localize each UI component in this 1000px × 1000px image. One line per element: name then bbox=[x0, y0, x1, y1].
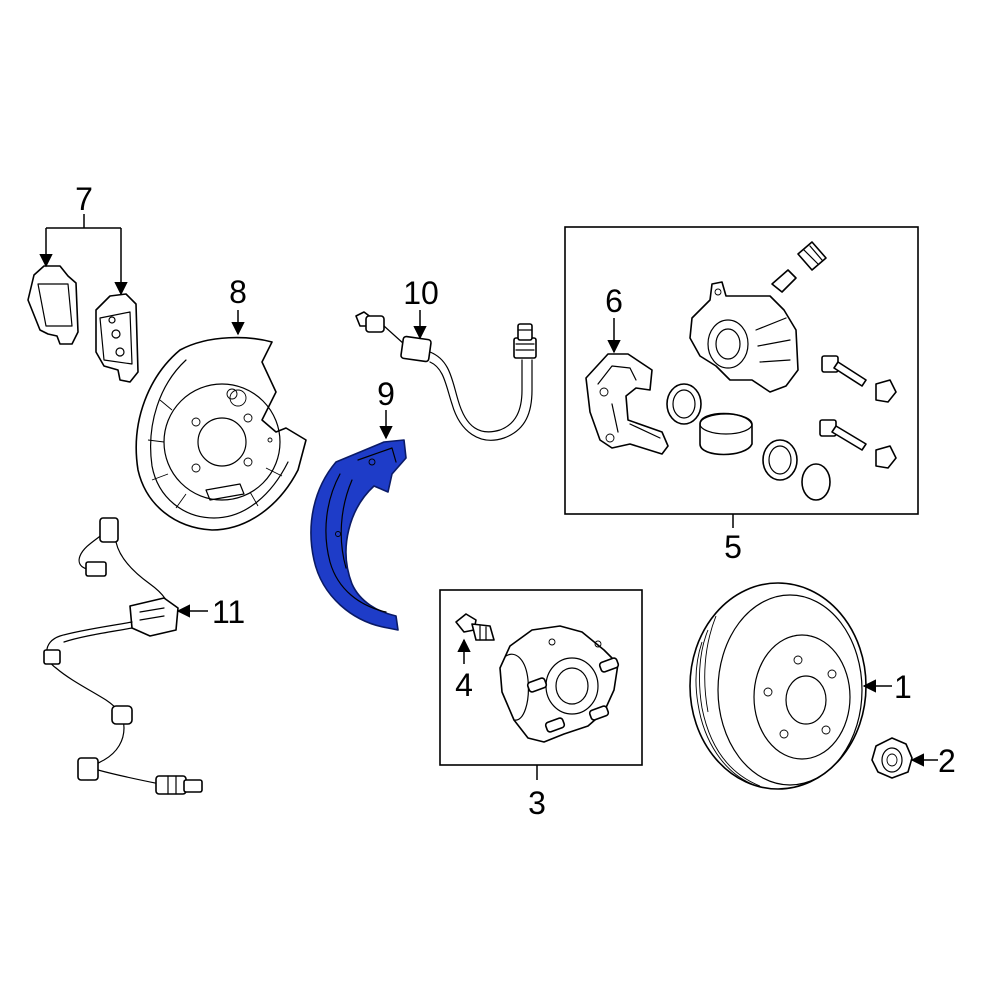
caliper-assembly[interactable] bbox=[666, 241, 897, 501]
callout-3: 3 bbox=[528, 785, 546, 821]
wheel-hub[interactable] bbox=[499, 625, 620, 743]
callout-2: 2 bbox=[938, 743, 956, 779]
caliper-kit-frame bbox=[564, 226, 919, 515]
callout-8: 8 bbox=[229, 274, 247, 310]
dust-shield[interactable] bbox=[135, 336, 307, 531]
hub-kit-frame bbox=[439, 589, 643, 766]
callout-9: 9 bbox=[377, 376, 395, 412]
brake-hose[interactable] bbox=[355, 311, 537, 441]
callout-7: 7 bbox=[75, 181, 93, 217]
callout-7-leader bbox=[39, 214, 128, 296]
callout-6: 6 bbox=[605, 283, 623, 319]
parking-brake-shoe[interactable] bbox=[310, 439, 407, 631]
callout-1: 1 bbox=[894, 669, 912, 705]
callout-11: 11 bbox=[212, 594, 245, 630]
callout-5: 5 bbox=[724, 529, 742, 565]
callout-10: 10 bbox=[403, 275, 439, 311]
brake-rotor[interactable] bbox=[689, 582, 867, 790]
abs-speed-sensor[interactable] bbox=[43, 517, 203, 795]
lug-nut[interactable] bbox=[871, 737, 913, 779]
brake-pad-set[interactable] bbox=[27, 265, 139, 383]
hub-bolt[interactable] bbox=[455, 613, 495, 641]
caliper-support-mount[interactable] bbox=[585, 353, 669, 455]
callout-4: 4 bbox=[455, 667, 473, 703]
